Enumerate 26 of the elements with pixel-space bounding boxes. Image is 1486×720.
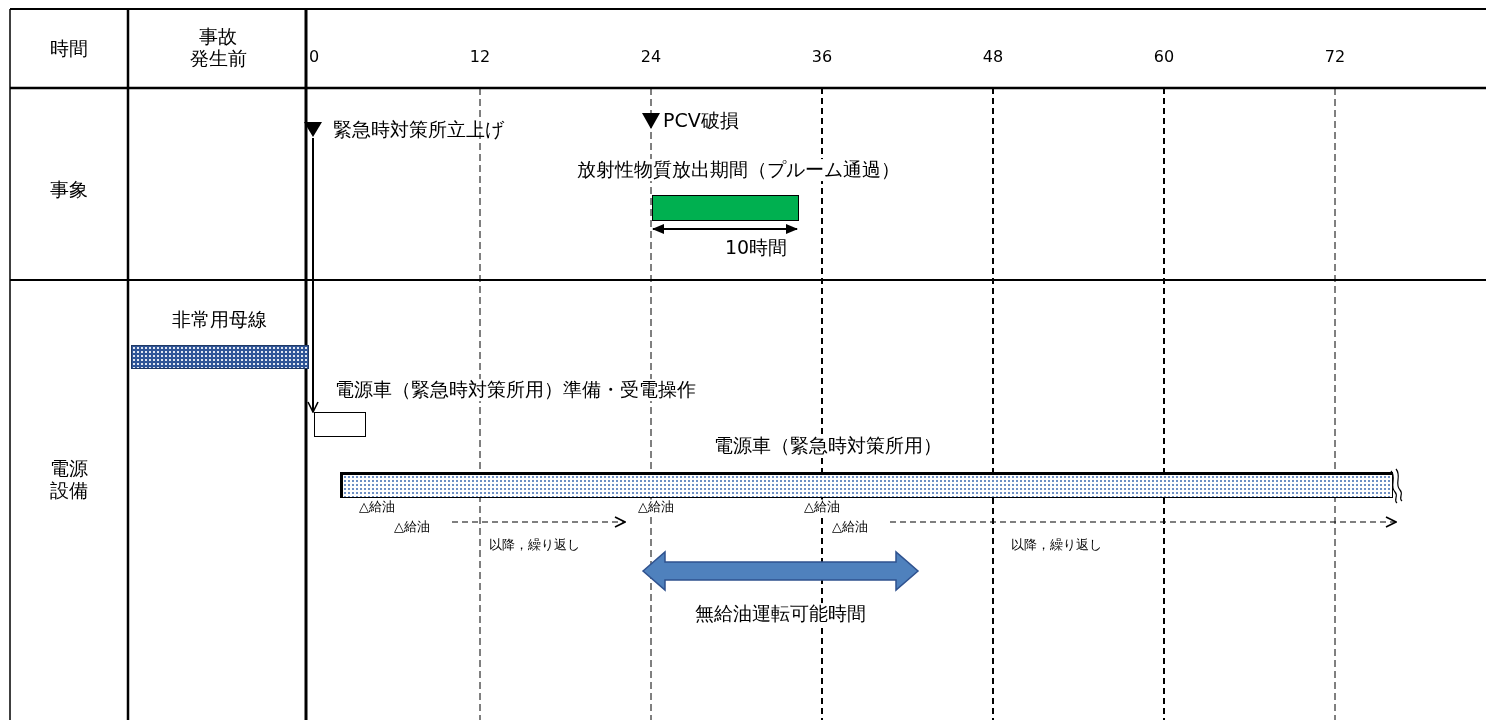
refuel-label: △給油 [830,519,870,535]
bar-label: 非常用母線 [169,309,269,331]
span-label: 無給油運転可能時間 [692,603,868,625]
refuel-label: △給油 [357,499,397,515]
timeline-box [314,412,366,437]
time-tick-label: 36 [811,47,833,67]
refuel-label: △給油 [636,499,676,515]
column-header: 事故発生前 [189,26,247,70]
time-tick-label: 72 [1324,47,1346,67]
timeline-bar [340,472,1393,498]
row-header: 電源設備 [50,458,88,502]
time-tick-label: 48 [982,47,1004,67]
time-tick-label: 24 [640,47,662,67]
time-tick-label: 12 [469,47,491,67]
bar-label: 電源車（緊急時対策所用）準備・受電操作 [333,379,698,401]
row-header: 時間 [50,38,88,60]
row-header: 事象 [50,179,88,201]
arrow [307,137,319,413]
refuel-label: △給油 [392,519,432,535]
timeline-bar [131,345,309,369]
time-tick-label: 60 [1153,47,1175,67]
event-label: PCV破損 [663,110,739,132]
time-tick-label: 0 [309,47,320,67]
event-label: 緊急時対策所立上げ [333,120,504,138]
timeline-bar [652,195,799,221]
refuel-label: △給油 [802,499,842,515]
